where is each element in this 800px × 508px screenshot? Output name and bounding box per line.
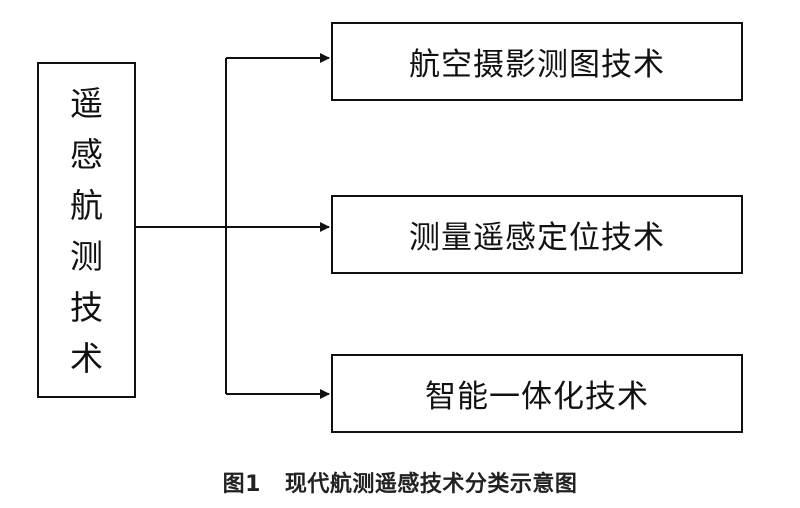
root-char: 遥 [70, 84, 103, 123]
branch-label: 智能一体化技术 [425, 379, 649, 415]
branch-node-aerial-photogrammetry: 航空摄影测图技术 [331, 22, 743, 101]
branch-label: 航空摄影测图技术 [409, 47, 665, 83]
figure-number: 图1 [222, 472, 261, 497]
branch-node-survey-positioning: 测量遥感定位技术 [331, 195, 743, 274]
root-node-box: 遥 感 航 测 技 术 [37, 62, 136, 398]
figure-title: 现代航测遥感技术分类示意图 [284, 472, 578, 497]
root-char: 测 [70, 237, 103, 276]
root-node-label: 遥 感 航 测 技 术 [39, 78, 134, 384]
branch-node-intelligent-integration: 智能一体化技术 [331, 354, 743, 433]
root-char: 术 [70, 339, 103, 378]
figure-caption: 图1 现代航测遥感技术分类示意图 [0, 466, 800, 498]
root-char: 航 [70, 186, 103, 225]
root-char: 技 [70, 288, 103, 327]
root-char: 感 [70, 135, 103, 174]
branch-label: 测量遥感定位技术 [409, 220, 665, 256]
